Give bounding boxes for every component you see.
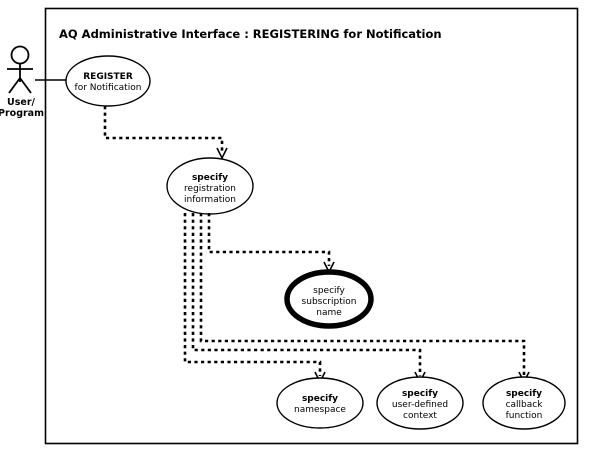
register-label-line2: for Notification [75, 83, 142, 93]
specify-subscription-name-ellipse[interactable] [284, 269, 374, 329]
callback-function-label-line3: function [506, 411, 543, 421]
actor-label-line2: Program [0, 108, 44, 119]
actor-head-icon [10, 45, 30, 65]
namespace-label-line2: namespace [294, 405, 346, 415]
user-program-actor: User/ Program [0, 45, 44, 119]
use-case-specify-user-defined-context[interactable]: specify user-defined context [376, 376, 464, 430]
subscription-name-label-line2: subscription [302, 297, 357, 307]
subscription-name-label-line3: name [316, 308, 342, 318]
use-case-specify-subscription-name[interactable]: specify subscription name [284, 269, 374, 329]
user-defined-context-label-line2: user-defined [392, 400, 448, 410]
use-case-specify-registration-information[interactable]: specify registration information [166, 157, 254, 215]
dependency-path-user-defined-context [191, 213, 422, 376]
diagram-title: AQ Administrative Interface : REGISTERIN… [59, 27, 442, 41]
namespace-label-line1: specify [302, 394, 338, 404]
arrow-head-registration-info [216, 147, 228, 160]
system-boundary-frame [44, 7, 579, 445]
register-label-line1: REGISTER [83, 72, 133, 82]
dependency-path-subscription-name [207, 213, 331, 266]
specify-callback-function-ellipse[interactable] [482, 376, 566, 430]
actor-left-leg-icon [8, 77, 21, 94]
specify-namespace-ellipse[interactable] [276, 377, 364, 429]
use-case-register-for-notification[interactable]: REGISTER for Notification [65, 55, 151, 107]
actor-label-line1: User/ [7, 97, 35, 108]
subscription-name-label-line1: specify [313, 286, 345, 296]
register-for-notification-ellipse[interactable] [65, 55, 151, 107]
specify-user-defined-context-ellipse[interactable] [376, 376, 464, 430]
use-case-specify-callback-function[interactable]: specify callback function [482, 376, 566, 430]
use-case-specify-namespace[interactable]: specify namespace [276, 377, 364, 429]
registration-info-label-line3: information [184, 195, 236, 205]
dependency-path-namespace [183, 213, 322, 376]
registration-info-label-line1: specify [192, 173, 228, 183]
user-defined-context-label-line1: specify [402, 389, 438, 399]
registration-info-label-line2: registration [184, 184, 236, 194]
dependency-register-to-registration-info [103, 106, 228, 160]
callback-function-label-line1: specify [506, 389, 542, 399]
actor-right-leg-icon [19, 77, 32, 94]
user-defined-context-label-line3: context [403, 411, 437, 421]
dependency-path-register-to-registration-info [103, 106, 224, 152]
callback-function-label-line2: callback [506, 400, 544, 410]
dependency-registration-info-to-subscription-name [207, 213, 335, 274]
